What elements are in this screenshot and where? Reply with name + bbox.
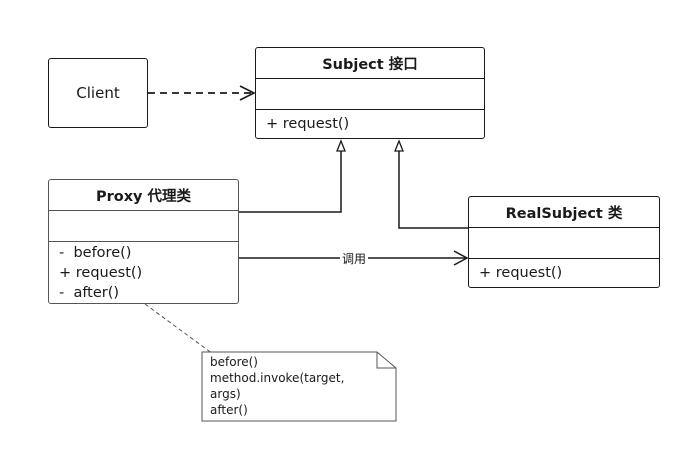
subject-operations: + request() bbox=[256, 110, 484, 138]
subject-operation: + request() bbox=[266, 116, 350, 132]
proxy-operation: - after() bbox=[59, 284, 120, 301]
note-text: before() method.invoke(target, args) aft… bbox=[210, 354, 344, 418]
subject-interface-box: Subject 接口 + request() bbox=[255, 47, 485, 139]
real-subject-realization bbox=[394, 139, 468, 229]
subject-attributes bbox=[256, 79, 484, 110]
proxy-subject-realization bbox=[239, 139, 346, 213]
call-edge-label: 调用 bbox=[340, 250, 369, 267]
proxy-operation: - before() bbox=[59, 244, 132, 261]
note-line: before() bbox=[210, 355, 258, 369]
note-shape bbox=[201, 351, 397, 422]
note-line: method.invoke(target, bbox=[210, 371, 345, 385]
real-subject-operation: + request() bbox=[479, 265, 563, 281]
real-subject-attributes bbox=[469, 228, 659, 259]
real-subject-class-box: RealSubject 类 + request() bbox=[468, 196, 660, 288]
client-subject-dependency bbox=[148, 85, 256, 101]
proxy-title: Proxy 代理类 bbox=[49, 180, 238, 211]
note-line: args) bbox=[210, 387, 241, 401]
client-label: Client bbox=[76, 84, 120, 102]
subject-title: Subject 接口 bbox=[256, 48, 484, 79]
real-subject-title: RealSubject 类 bbox=[469, 197, 659, 228]
proxy-class-box: Proxy 代理类 - before() + request() - after… bbox=[48, 179, 239, 304]
note-anchor-line bbox=[144, 303, 214, 355]
client-box: Client bbox=[48, 58, 148, 128]
proxy-attributes bbox=[49, 211, 238, 242]
proxy-operations: - before() + request() - after() bbox=[49, 242, 238, 303]
proxy-operation: + request() bbox=[59, 264, 143, 281]
note-line: after() bbox=[210, 403, 248, 417]
real-subject-operations: + request() bbox=[469, 259, 659, 287]
